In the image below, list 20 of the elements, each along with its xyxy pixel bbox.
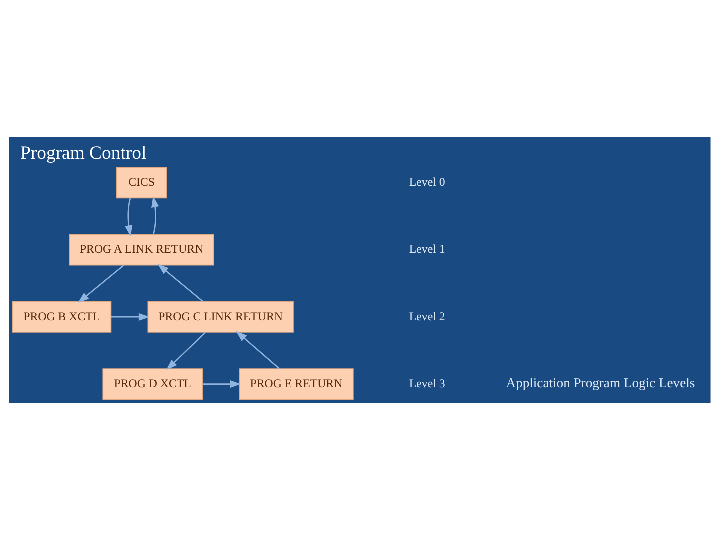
arrow <box>202 380 242 388</box>
arrow <box>111 313 150 322</box>
node-box: PROG C LINK RETURN <box>148 301 294 333</box>
node-box: PROG E RETURN <box>239 368 354 400</box>
arrow <box>236 331 280 370</box>
label: Level 0 <box>409 175 446 190</box>
arrow <box>125 198 133 237</box>
label: Application Program Logic Levels <box>506 376 696 391</box>
label: Level 3 <box>409 376 446 390</box>
arrow <box>152 196 160 235</box>
node-box: PROG A LINK RETURN <box>69 234 214 266</box>
node-box: PROG D XCTL <box>102 368 203 400</box>
diagram-title: Program Control <box>20 142 147 164</box>
arrow <box>158 264 204 302</box>
node-box: PROG B XCTL <box>12 301 112 333</box>
label: Level 1 <box>409 242 446 256</box>
label: Level 2 <box>409 309 446 324</box>
node-box: CICS <box>116 167 168 199</box>
arrow <box>78 264 124 304</box>
arrow <box>166 332 206 370</box>
